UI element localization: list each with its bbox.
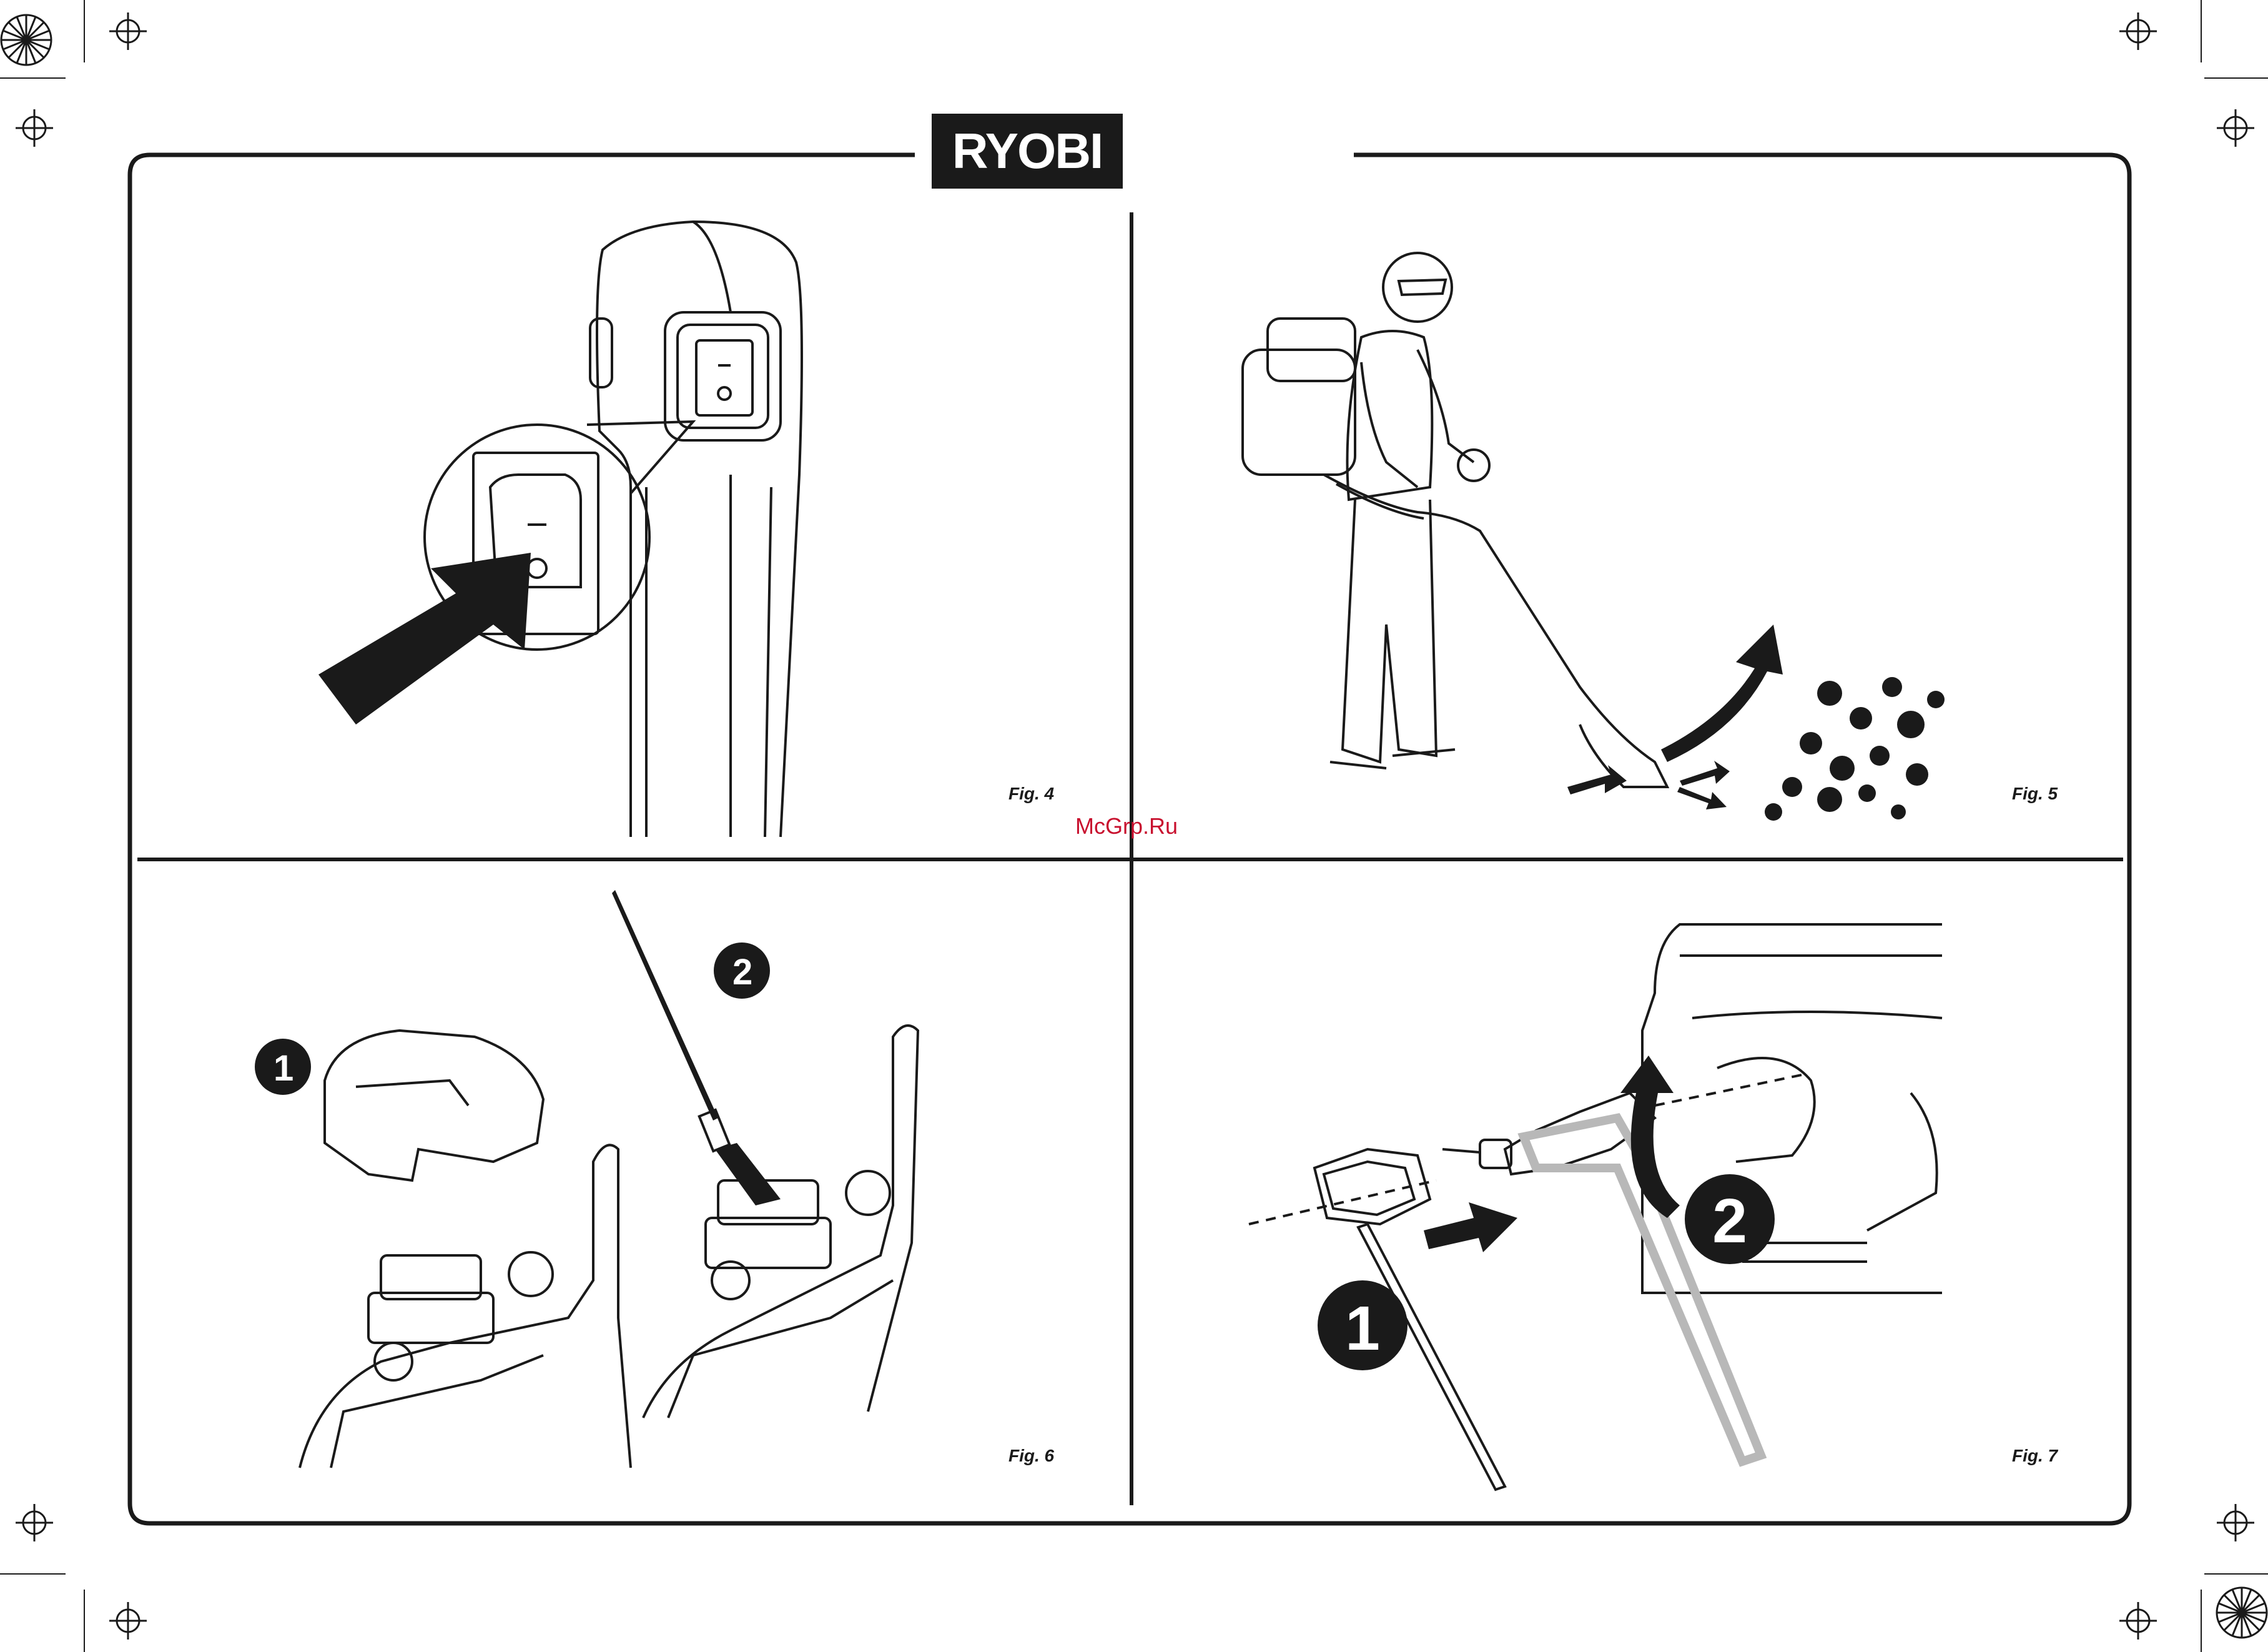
step-badge-icon [1318,1174,1775,1370]
brand-logo: RYOBI [932,114,1123,189]
fig6-step1-label: 1 [274,1047,292,1089]
leaves-cluster [1765,677,1945,821]
fig7-step2-label: 2 [1711,1185,1748,1257]
fig4-label: Fig. 4 [1008,784,1054,804]
fig7-step1-label: 1 [1344,1293,1381,1365]
arrow-icon [318,553,531,725]
watermark: McGrp.Ru [1075,813,1178,839]
arrow-icon [1680,761,1730,786]
brush-bristles [715,1143,781,1205]
fig5-illustration [1230,237,1967,862]
brand-logo-text: RYOBI [952,122,1102,180]
fig7-illustration [1243,906,2067,1505]
fig6-illustration [244,881,980,1480]
arrow-icon [1661,625,1783,762]
fig6-step2-label: 2 [732,951,751,993]
arrow-icon [1567,765,1627,794]
fig5-label: Fig. 5 [2012,784,2058,804]
arrow-icon [1424,1202,1517,1252]
fig4-illustration [306,212,930,849]
arrow-icon [1677,787,1727,809]
fig7-label: Fig. 7 [2012,1446,2058,1466]
brush-icon [612,890,718,1120]
fig6-label: Fig. 6 [1008,1446,1054,1466]
